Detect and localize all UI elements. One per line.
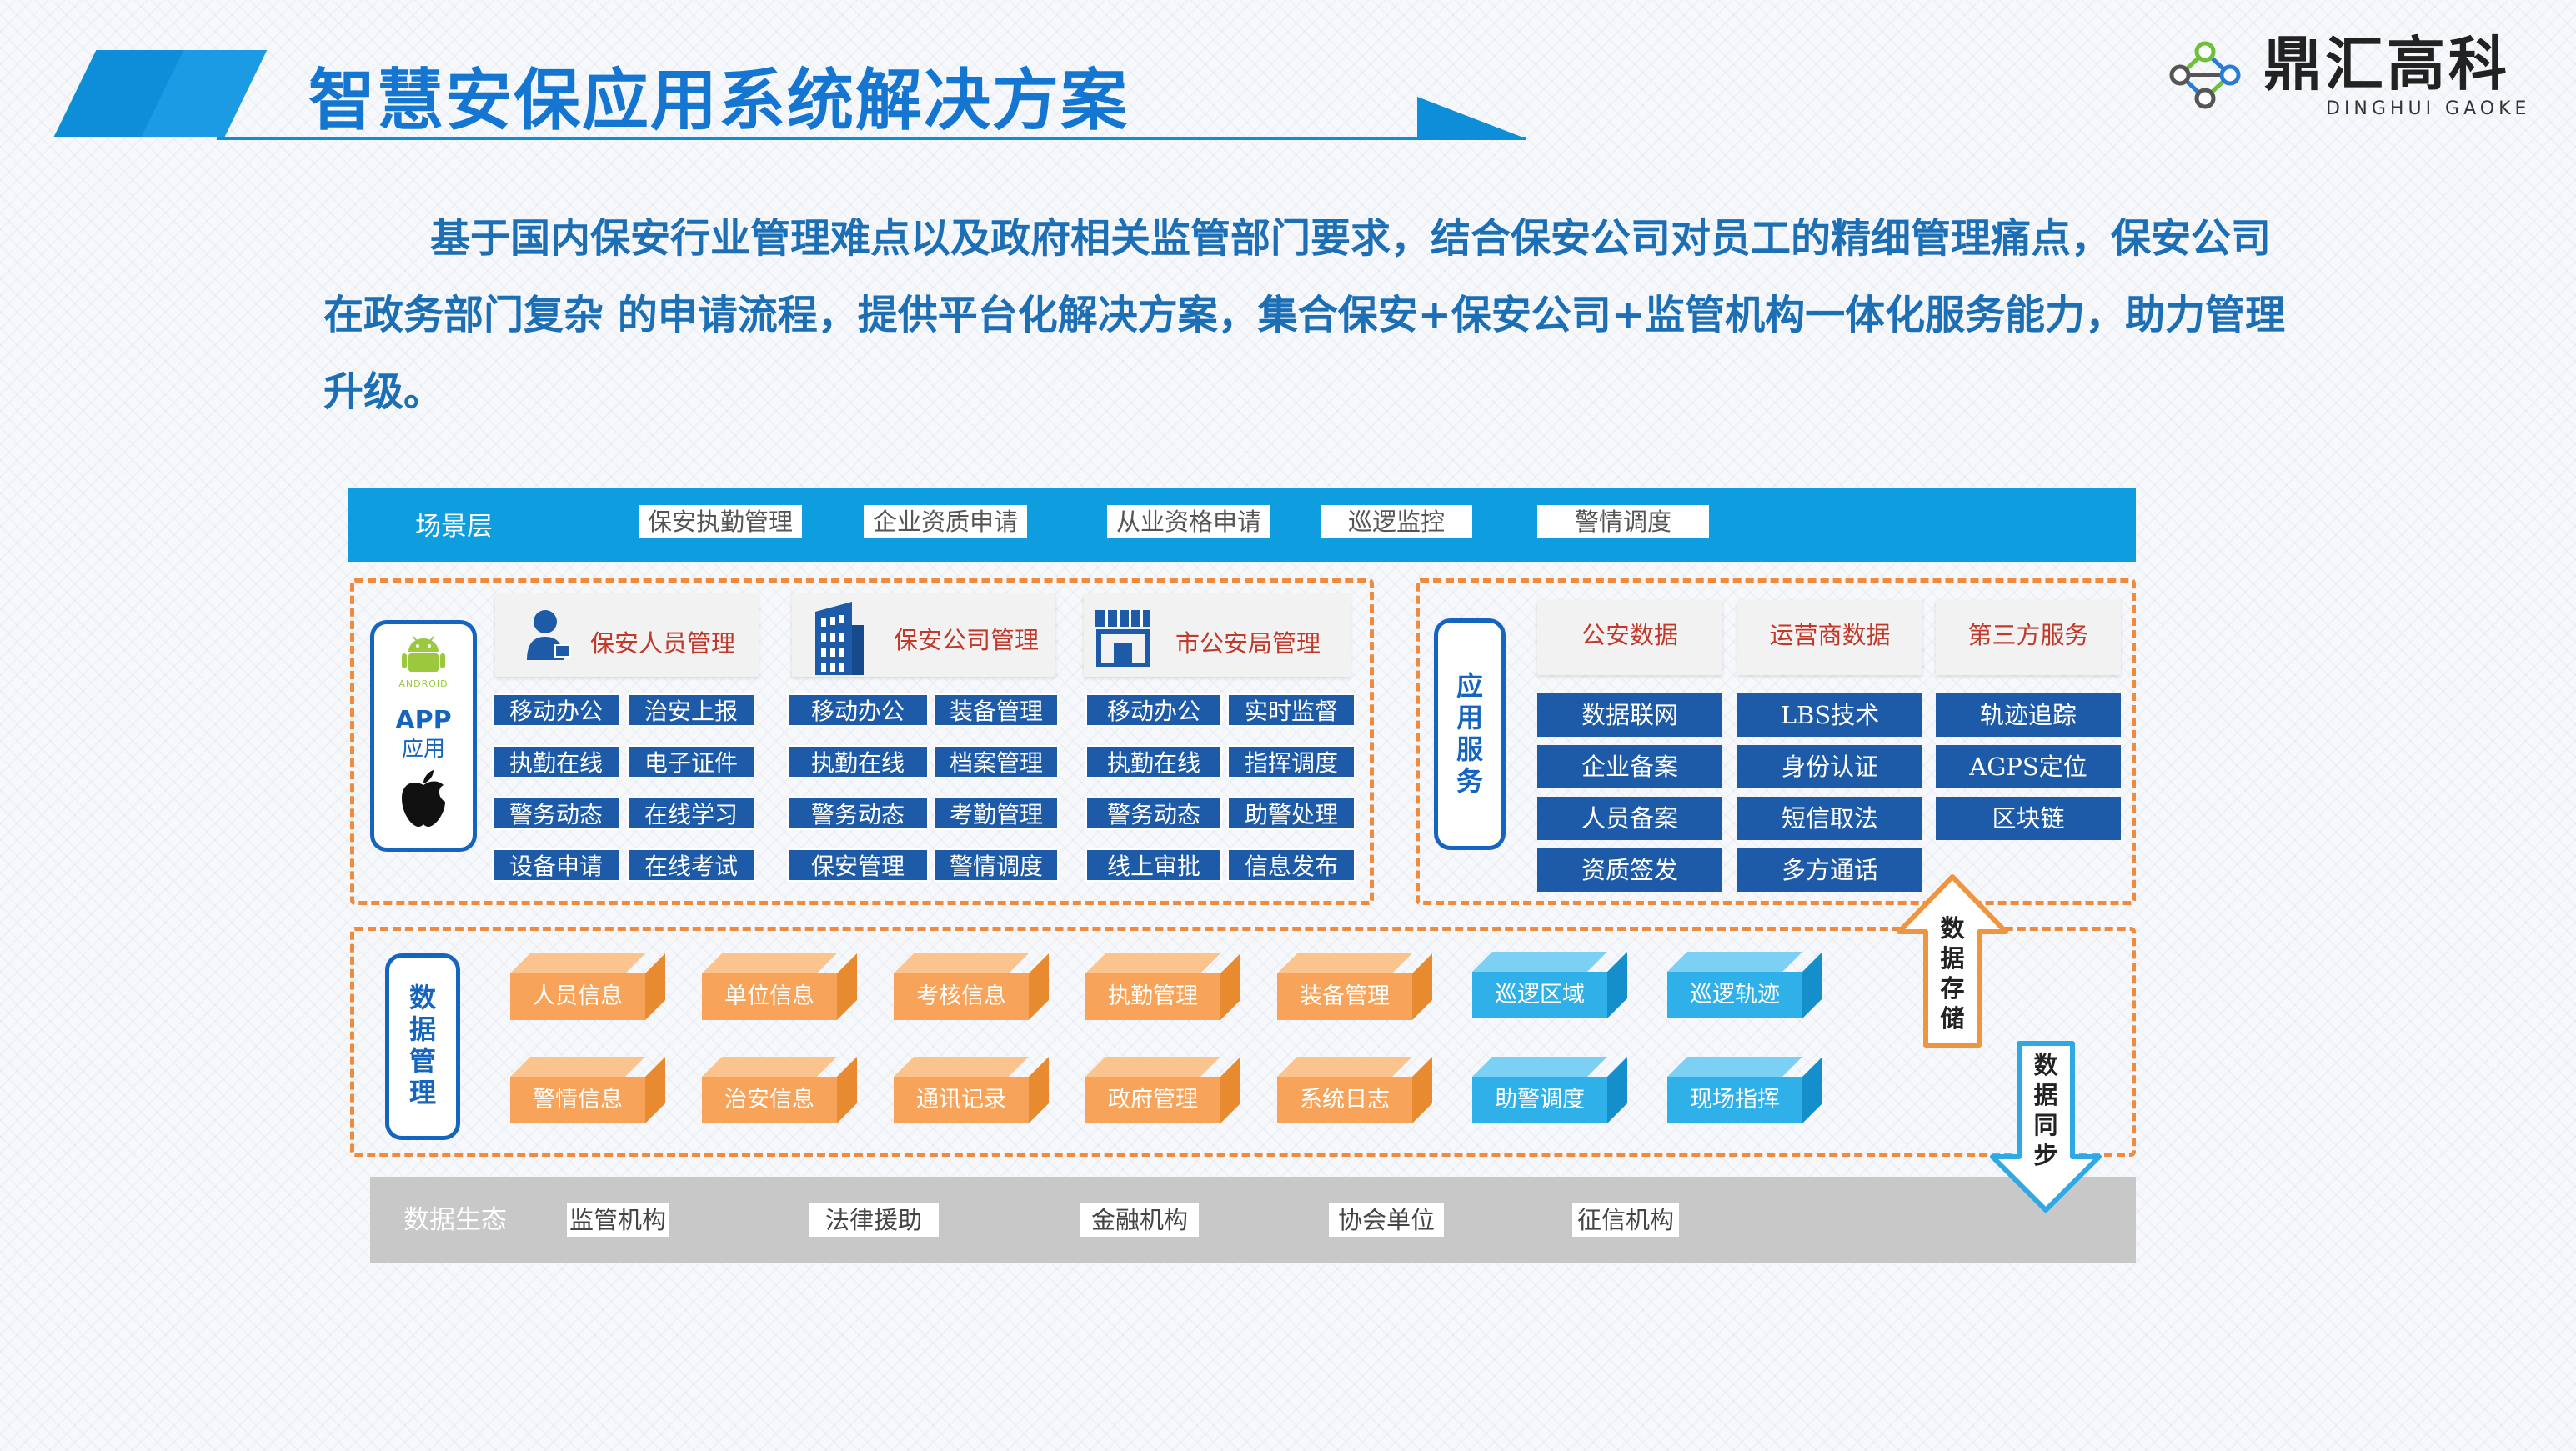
module-item: 执勤在线 — [787, 745, 929, 778]
data-management-box — [385, 953, 460, 1140]
ecology-tag: 法律援助 — [809, 1203, 939, 1237]
module-item: 保安管理 — [787, 848, 929, 882]
data-block-orange: 装备管理 — [1277, 953, 1432, 1020]
module-item: 装备管理 — [934, 693, 1059, 727]
service-header — [1737, 600, 1922, 675]
data-block-orange: 单位信息 — [702, 953, 857, 1020]
app-sub-label: 应用 — [401, 737, 445, 762]
service-item: 企业备案 — [1537, 745, 1722, 788]
service-item: 短信取法 — [1737, 797, 1922, 840]
data-block-orange: 执勤管理 — [1085, 953, 1240, 1020]
data-block-orange: 警情信息 — [510, 1057, 665, 1123]
person-icon — [527, 610, 571, 660]
service-item: 轨迹追踪 — [1936, 693, 2121, 737]
service-item: 资质签发 — [1537, 848, 1722, 892]
service-item: 多方通话 — [1737, 848, 1922, 892]
module-item: 设备申请 — [492, 848, 620, 882]
module-item: 移动办公 — [1085, 693, 1222, 727]
service-item: LBS技术 — [1737, 693, 1922, 737]
android-icon — [402, 636, 445, 672]
module-item: 执勤在线 — [492, 745, 620, 778]
scene-tag: 企业资质申请 — [864, 505, 1027, 538]
service-title: 运营商数据 — [1769, 621, 1891, 649]
ecology-tag: 征信机构 — [1572, 1203, 1679, 1237]
header-underline — [217, 137, 1526, 140]
ecology-tag: 金融机构 — [1080, 1203, 1199, 1237]
scene-tag: 巡逻监控 — [1321, 505, 1472, 538]
ecology-tag: 协会单位 — [1329, 1203, 1444, 1237]
logo-subtitle: DINGHUI GAOKE — [2326, 98, 2531, 119]
module-item: 警情调度 — [934, 848, 1059, 882]
data-block-orange: 政府管理 — [1085, 1057, 1240, 1123]
android-word: ANDROID — [398, 678, 449, 689]
application-panel — [350, 578, 1374, 905]
module-item: 线上审批 — [1085, 848, 1222, 882]
ecology-tag: 监管机构 — [567, 1203, 669, 1237]
scene-tag: 从业资格申请 — [1107, 505, 1270, 538]
services-panel — [1416, 578, 2136, 905]
header-triangle — [1417, 97, 1526, 138]
sync-label: 数据同步 — [2033, 1051, 2058, 1169]
module-item: 在线学习 — [627, 797, 755, 830]
services-label: 应用服务 — [1456, 670, 1483, 797]
module-item: 移动办公 — [787, 693, 929, 727]
service-item: 数据联网 — [1537, 693, 1722, 737]
module-item: 考勤管理 — [934, 797, 1059, 830]
module-item: 在线考试 — [627, 848, 755, 882]
logo-icon — [2169, 41, 2241, 109]
apple-icon — [402, 770, 445, 827]
up-arrow-icon — [1897, 874, 2008, 1048]
service-header — [1936, 600, 2121, 675]
service-item: 身份认证 — [1737, 745, 1922, 788]
service-header — [1537, 600, 1722, 675]
module-item: 警务动态 — [492, 797, 620, 830]
module-item: 档案管理 — [934, 745, 1059, 778]
app-label: APP — [395, 706, 452, 735]
data-ecology-label: 数据生态 — [403, 1205, 507, 1235]
service-item: 人员备案 — [1537, 797, 1722, 840]
module-title: 保安人员管理 — [590, 629, 736, 658]
data-block-orange: 通讯记录 — [894, 1057, 1049, 1123]
module-item: 警务动态 — [1085, 797, 1222, 830]
service-title: 第三方服务 — [1967, 621, 2089, 649]
store-icon — [1095, 610, 1150, 667]
module-item: 指挥调度 — [1227, 745, 1356, 778]
data-block-blue: 巡逻区域 — [1472, 952, 1627, 1018]
logo-name: 鼎汇高科 — [2263, 30, 2510, 98]
intro-paragraph: 基于国内保安行业管理难点以及政府相关监管部门要求，结合保安公司对员工的精细管理痛… — [323, 215, 2286, 415]
module-item: 信息发布 — [1227, 848, 1356, 882]
data-block-orange: 治安信息 — [702, 1057, 857, 1123]
data-block-orange: 人员信息 — [510, 953, 665, 1020]
module-item: 电子证件 — [627, 745, 755, 778]
module-title: 市公安局管理 — [1175, 629, 1321, 658]
building-icon — [815, 602, 864, 675]
module-item: 助警处理 — [1227, 797, 1356, 830]
storage-label: 数据存储 — [1940, 914, 1965, 1033]
data-block-blue: 巡逻轨迹 — [1667, 952, 1822, 1018]
scene-tag: 警情调度 — [1537, 505, 1709, 538]
scene-tag: 保安执勤管理 — [639, 505, 802, 538]
module-item: 实时监督 — [1227, 693, 1356, 727]
module-header-personnel — [495, 593, 759, 677]
module-item: 执勤在线 — [1085, 745, 1222, 778]
module-title: 保安公司管理 — [894, 626, 1040, 654]
module-item: 警务动态 — [787, 797, 929, 830]
data-block-orange: 系统日志 — [1277, 1057, 1432, 1123]
down-arrow-icon — [1990, 1041, 2102, 1213]
service-title: 公安数据 — [1581, 621, 1678, 649]
service-item: AGPS定位 — [1936, 745, 2121, 788]
scene-layer-label: 场景层 — [415, 512, 493, 542]
services-box — [1434, 618, 1506, 850]
data-block-blue: 现场指挥 — [1667, 1057, 1822, 1123]
module-item: 移动办公 — [492, 693, 620, 727]
page-title: 智慧安保应用系统解决方案 — [308, 62, 1129, 139]
data-management-label: 数据管理 — [408, 982, 436, 1108]
service-item: 区块链 — [1936, 797, 2121, 840]
data-management-panel — [350, 927, 2136, 1157]
data-block-orange: 考核信息 — [894, 953, 1049, 1020]
data-block-blue: 助警调度 — [1472, 1057, 1627, 1123]
module-item: 治安上报 — [627, 693, 755, 727]
